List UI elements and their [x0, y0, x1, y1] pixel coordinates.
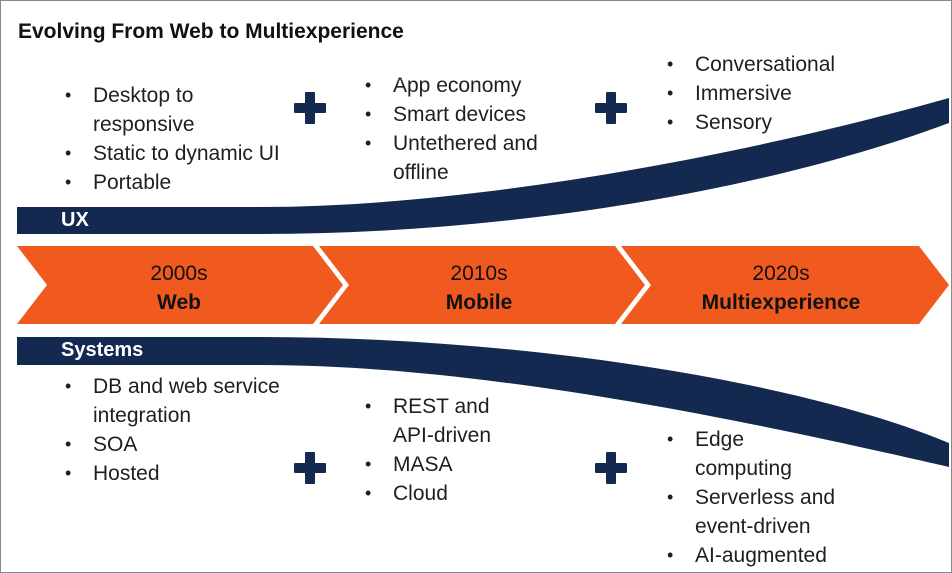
era-year: 2010s	[450, 262, 508, 285]
list-item: Cloud	[365, 479, 533, 508]
list-item: Smart devices	[365, 100, 573, 129]
plus-icon	[595, 452, 627, 484]
ux-band	[17, 98, 949, 234]
list-item: Static to dynamic UI	[65, 139, 280, 168]
diagram-title: Evolving From Web to Multiexperience	[18, 20, 404, 43]
list-item: MASA	[365, 450, 533, 479]
list-item: Untethered and offline	[365, 129, 573, 187]
era-mobile: 2010s Mobile	[354, 259, 604, 317]
systems-band	[17, 337, 949, 467]
era-multiexperience: 2020s Multiexperience	[656, 259, 906, 317]
list-item: DB and web service integration	[65, 372, 308, 430]
systems-mobile-bullets: REST and API-driven MASA Cloud	[365, 392, 533, 508]
ux-mobile-bullets: App economy Smart devices Untethered and…	[365, 71, 573, 187]
plus-icon	[294, 92, 326, 124]
list-item: Conversational	[667, 50, 835, 79]
era-year: 2020s	[752, 262, 810, 285]
list-item: AI-augmented	[667, 541, 885, 570]
list-item: Sensory	[667, 108, 835, 137]
era-name: Web	[157, 291, 201, 314]
list-item: Immersive	[667, 79, 835, 108]
list-item: Serverless and event-driven	[667, 483, 885, 541]
plus-icon	[595, 92, 627, 124]
list-item: SOA	[65, 430, 308, 459]
systems-band-label: Systems	[61, 339, 144, 361]
ux-web-bullets: Desktop to responsive Static to dynamic …	[65, 81, 280, 197]
systems-multiexperience-bullets: Edge computing Serverless and event-driv…	[667, 425, 885, 570]
era-name: Multiexperience	[701, 291, 861, 314]
era-chevron-web	[17, 246, 343, 324]
list-item: Hosted	[65, 459, 308, 488]
list-item: Desktop to responsive	[65, 81, 280, 139]
era-year: 2000s	[150, 262, 208, 285]
list-item: Portable	[65, 168, 280, 197]
ux-multiexperience-bullets: Conversational Immersive Sensory	[667, 50, 835, 137]
systems-web-bullets: DB and web service integration SOA Hoste…	[65, 372, 308, 488]
era-name: Mobile	[445, 291, 513, 314]
list-item: App economy	[365, 71, 573, 100]
list-item: Edge computing	[667, 425, 885, 483]
list-item: REST and API-driven	[365, 392, 533, 450]
plus-icon	[294, 452, 326, 484]
era-chevron-multiexperience	[621, 246, 949, 324]
era-web: 2000s Web	[54, 259, 304, 317]
ux-band-label: UX	[61, 209, 89, 231]
era-chevron-mobile	[319, 246, 645, 324]
